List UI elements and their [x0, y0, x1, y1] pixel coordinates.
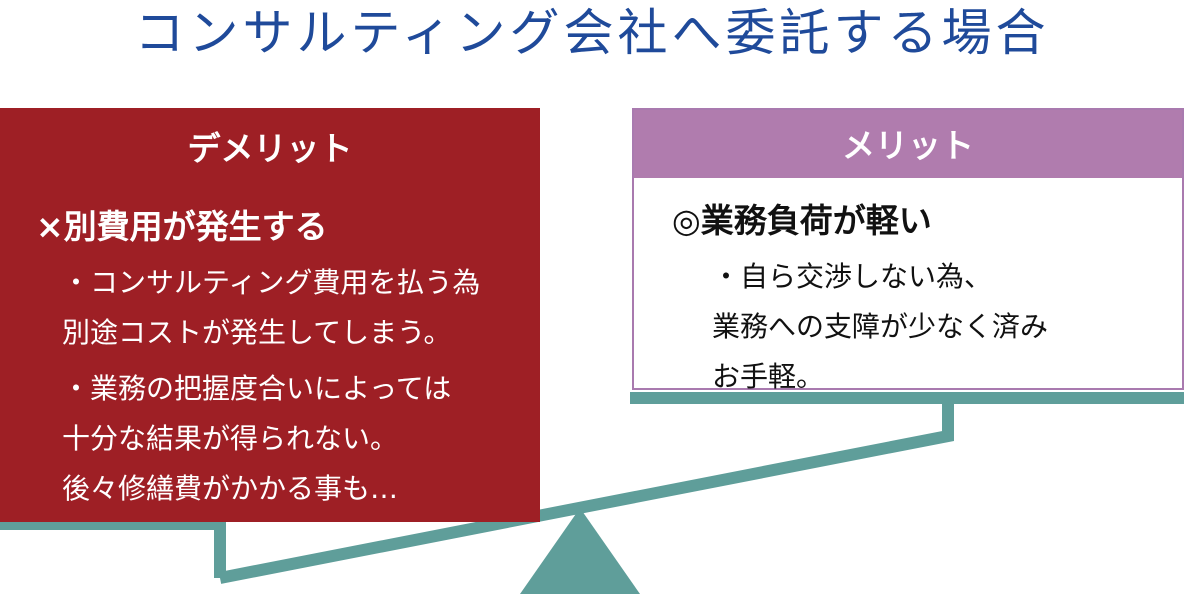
demerit-header: デメリット: [187, 129, 353, 168]
page-title: コンサルティング会社へ委託する場合: [134, 4, 1050, 62]
demerit-heading: ×別費用が発生する: [36, 207, 328, 246]
scale-fulcrum: [520, 508, 640, 594]
merit-heading: ◎業務負荷が軽い: [672, 201, 932, 240]
merit-item-workload: ・自ら交渉しない為、 業務への支障が少なく済み お手軽。: [712, 260, 1049, 393]
demerit-item-result: ・業務の把握度合いによっては 十分な結果が得られない。 後々修繕費がかかる事も…: [62, 372, 452, 505]
merit-panel: メリット ◎業務負荷が軽い ・自ら交渉しない為、 業務への支障が少なく済み お手…: [632, 108, 1184, 393]
merit-header: メリット: [634, 110, 1182, 178]
scale-beam-left-tray: [0, 518, 226, 578]
demerit-item-cost: ・コンサルティング費用を払う為 別途コストが発生してしまう。: [62, 266, 481, 349]
demerit-panel: デメリット ×別費用が発生する ・コンサルティング費用を払う為 別途コストが発生…: [0, 108, 540, 522]
